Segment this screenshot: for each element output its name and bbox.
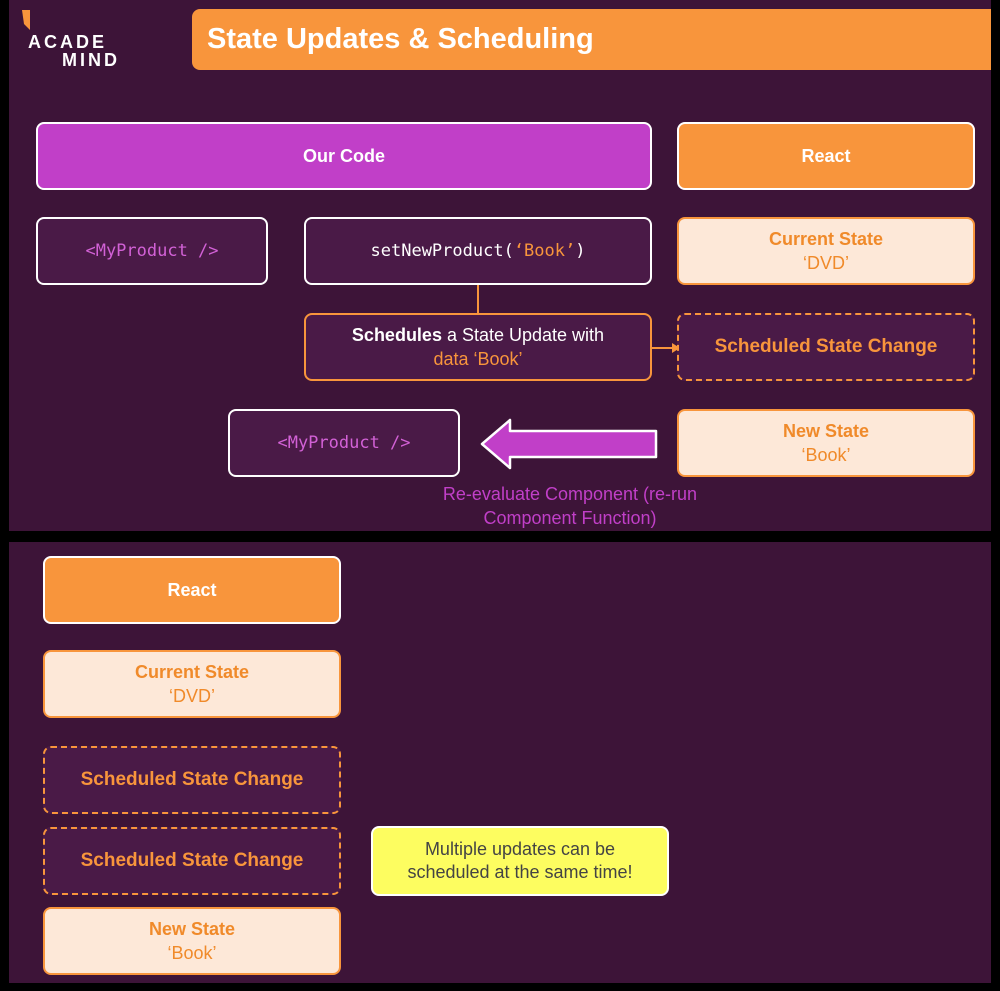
scheduled-state-change-label-2: Scheduled State Change: [80, 850, 304, 871]
react-header-bottom: React: [43, 556, 341, 624]
scheduled-state-change-box-1: Scheduled State Change: [43, 746, 341, 814]
react-label-bottom: React: [167, 580, 217, 600]
new-state-box-bottom: New State ‘Book’: [43, 907, 341, 975]
new-state-value: ‘Book’: [801, 445, 851, 465]
scheduled-state-change-label-1: Scheduled State Change: [80, 769, 304, 790]
current-state-box: Current State ‘DVD’: [677, 217, 975, 285]
set-state-arg: ‘Book’: [513, 241, 576, 261]
set-state-fn: setNewProduct(: [370, 241, 514, 261]
scheduled-state-change-box: Scheduled State Change: [677, 313, 975, 381]
multiple-updates-note: Multiple updates can be scheduled at the…: [371, 826, 669, 896]
big-arrow-left-icon: [480, 418, 658, 470]
new-state-box: New State ‘Book’: [677, 409, 975, 477]
arrow-right-icon: [652, 343, 680, 353]
reevaluate-caption: Re-evaluate Component (re-run Component …: [390, 482, 750, 530]
our-code-label: Our Code: [302, 146, 385, 166]
current-state-value-bottom: ‘DVD’: [168, 686, 215, 706]
note-line2: scheduled at the same time!: [407, 862, 633, 882]
rerendered-component-tag: <MyProduct />: [277, 433, 411, 453]
slide-title: State Updates & Scheduling: [192, 9, 991, 70]
react-label: React: [801, 146, 851, 166]
set-state-call: setNewProduct(‘Book’): [371, 239, 586, 263]
reevaluate-line1: Re-evaluate Component (re-run: [442, 484, 698, 504]
scheduled-state-change-box-2: Scheduled State Change: [43, 827, 341, 895]
reevaluate-line2: Component Function): [483, 508, 657, 528]
component-tag: <MyProduct />: [85, 241, 219, 261]
logo-mark-icon: [22, 10, 30, 30]
rerendered-component-box: <MyProduct />: [228, 409, 460, 477]
schedules-line1: Schedules a State Update with: [352, 323, 604, 347]
current-state-box-bottom: Current State ‘DVD’: [43, 650, 341, 718]
scheduled-state-change-label: Scheduled State Change: [714, 336, 938, 357]
connector-line: [477, 285, 479, 315]
schedules-bold: Schedules: [351, 325, 442, 345]
set-state-close: ): [575, 241, 586, 261]
set-state-call-box: setNewProduct(‘Book’): [304, 217, 652, 285]
current-state-value: ‘DVD’: [802, 253, 849, 273]
schedules-rest: a State Update with: [441, 325, 605, 345]
logo-text-line2: MIND: [62, 50, 120, 70]
new-state-title: New State: [782, 421, 870, 441]
component-box: <MyProduct />: [36, 217, 268, 285]
slide-title-text: State Updates & Scheduling: [207, 23, 594, 55]
current-state-title-bottom: Current State: [134, 662, 250, 682]
react-header: React: [677, 122, 975, 190]
note-line1: Multiple updates can be: [424, 839, 616, 859]
our-code-header: Our Code: [36, 122, 652, 190]
schedules-line2: data ‘Book’: [433, 349, 523, 369]
schedules-update-box: Schedules a State Update with data ‘Book…: [304, 313, 652, 381]
current-state-title: Current State: [768, 229, 884, 249]
academind-logo: ACADE MIND: [18, 8, 128, 70]
new-state-title-bottom: New State: [148, 919, 236, 939]
new-state-value-bottom: ‘Book’: [167, 943, 217, 963]
logo-text-line1: ACADE: [28, 32, 108, 52]
